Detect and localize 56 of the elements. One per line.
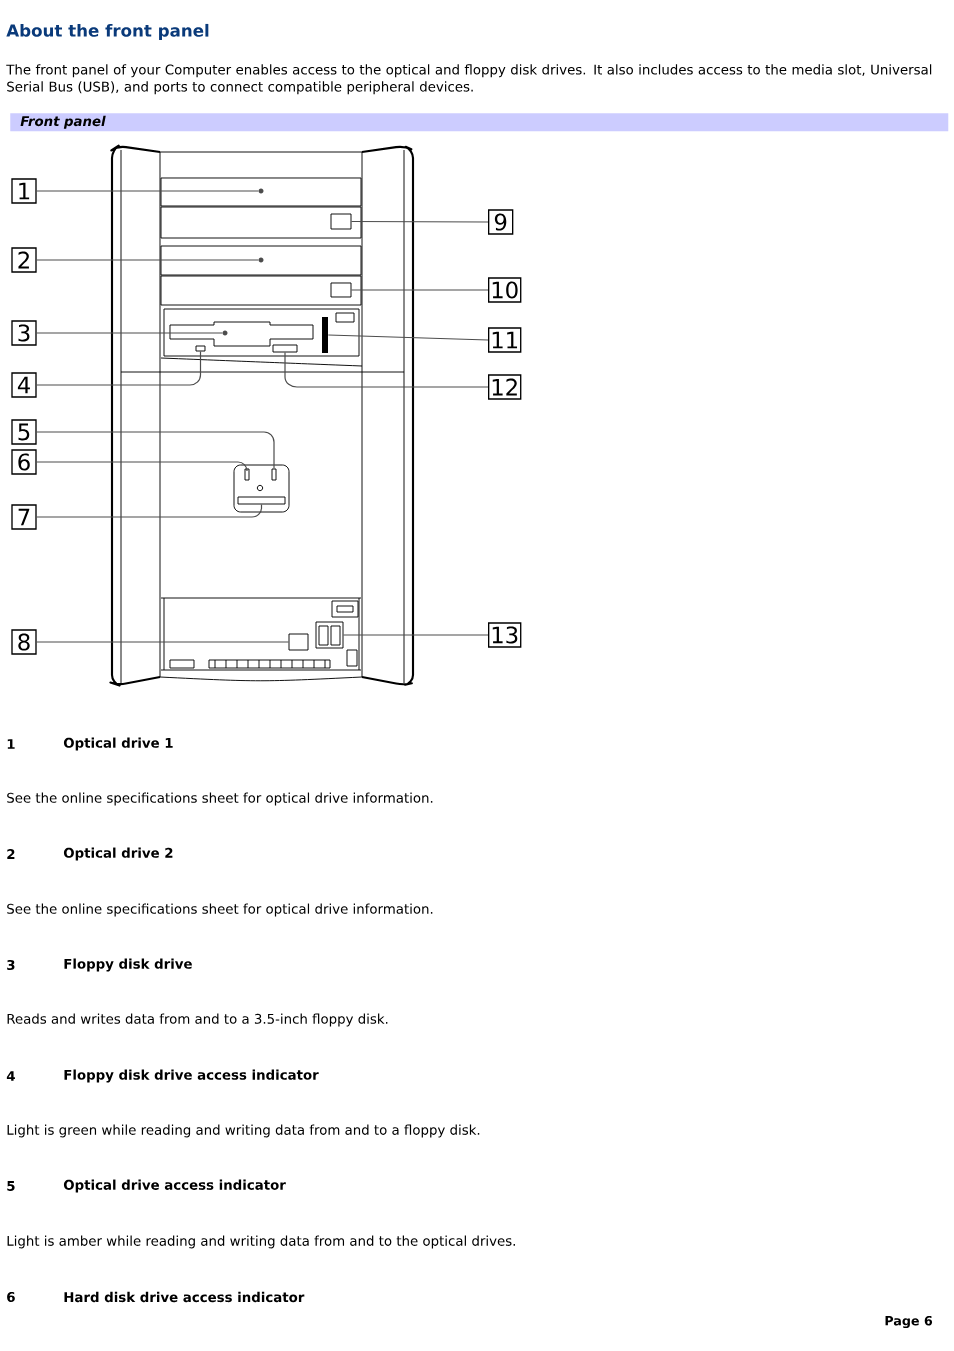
- leader-line: [36, 190, 259, 192]
- leader-line: [284, 351, 489, 388]
- indicator-light: [195, 345, 206, 352]
- page-title: About the front panel: [6, 23, 209, 41]
- leader-line: [350, 289, 489, 291]
- port: [288, 633, 309, 651]
- callout-number: 12: [488, 374, 522, 400]
- item-number: 4: [6, 1071, 15, 1081]
- callout-number: 2: [11, 247, 37, 273]
- leader-line: [342, 634, 489, 636]
- leader-line: [36, 431, 275, 470]
- item-description: See the online specifications sheet for optical drive information.: [7, 903, 433, 917]
- item-number: 2: [7, 849, 15, 859]
- callout-number: 3: [11, 320, 37, 346]
- callout-number: 7: [11, 504, 37, 530]
- item-description: Light is amber while reading and writing data from and to the optical drives.: [7, 1235, 515, 1249]
- power-button: [237, 496, 286, 505]
- callout-number: 10: [488, 277, 522, 303]
- callout-number: 1: [11, 178, 37, 204]
- callout-number: 13: [488, 622, 522, 648]
- callout-number: 5: [11, 419, 37, 445]
- callout-number: 4: [11, 372, 37, 398]
- item-heading: Optical drive access indicator: [63, 1179, 286, 1193]
- callout-number: 9: [488, 209, 514, 235]
- leader-line: [36, 641, 290, 643]
- item-heading: Floppy disk drive access indicator: [64, 1069, 319, 1083]
- eject-button: [330, 213, 352, 230]
- card-slot: [322, 317, 328, 353]
- item-heading: Optical drive 1: [63, 737, 173, 751]
- item-heading: Hard disk drive access indicator: [64, 1291, 305, 1303]
- leader-line: [327, 334, 489, 341]
- leader-line: [36, 461, 248, 472]
- item-number: 3: [7, 959, 15, 971]
- floppy-eject-button: [272, 344, 298, 353]
- section-header-band: Front panel: [10, 113, 949, 132]
- eject-button: [330, 282, 352, 298]
- item-description: See the online specifications sheet for optical drive information.: [7, 792, 433, 806]
- leader-line: [350, 220, 489, 223]
- page-number: Page 6: [885, 1315, 933, 1329]
- item-description: Reads and writes data from and to a 3.5-inch floppy disk.: [7, 1013, 388, 1027]
- indicator-light: [271, 468, 277, 481]
- item-heading: Floppy disk drive: [64, 958, 192, 972]
- item-number: 6: [7, 1291, 15, 1303]
- port: [315, 621, 344, 649]
- callout-number: 6: [11, 449, 37, 475]
- item-number: 1: [7, 739, 15, 749]
- item-description: Light is green while reading and writing data from and to a floppy disk.: [7, 1124, 480, 1138]
- leader-line: [36, 259, 259, 261]
- callout-number: 11: [488, 327, 522, 353]
- item-number: 5: [7, 1181, 15, 1191]
- leader-line: [36, 350, 202, 386]
- indicator-light: [244, 468, 250, 481]
- leader-line: [36, 332, 223, 334]
- intro-paragraph: The front panel of your Computer enables access to the optical and floppy disk drives. It also includes access to the media slot, Universal Serial Bus (USB), and ports to connect compatible peripheral devices.: [6, 64, 932, 95]
- item-heading: Optical drive 2: [63, 847, 173, 861]
- callout-number: 8: [11, 629, 37, 655]
